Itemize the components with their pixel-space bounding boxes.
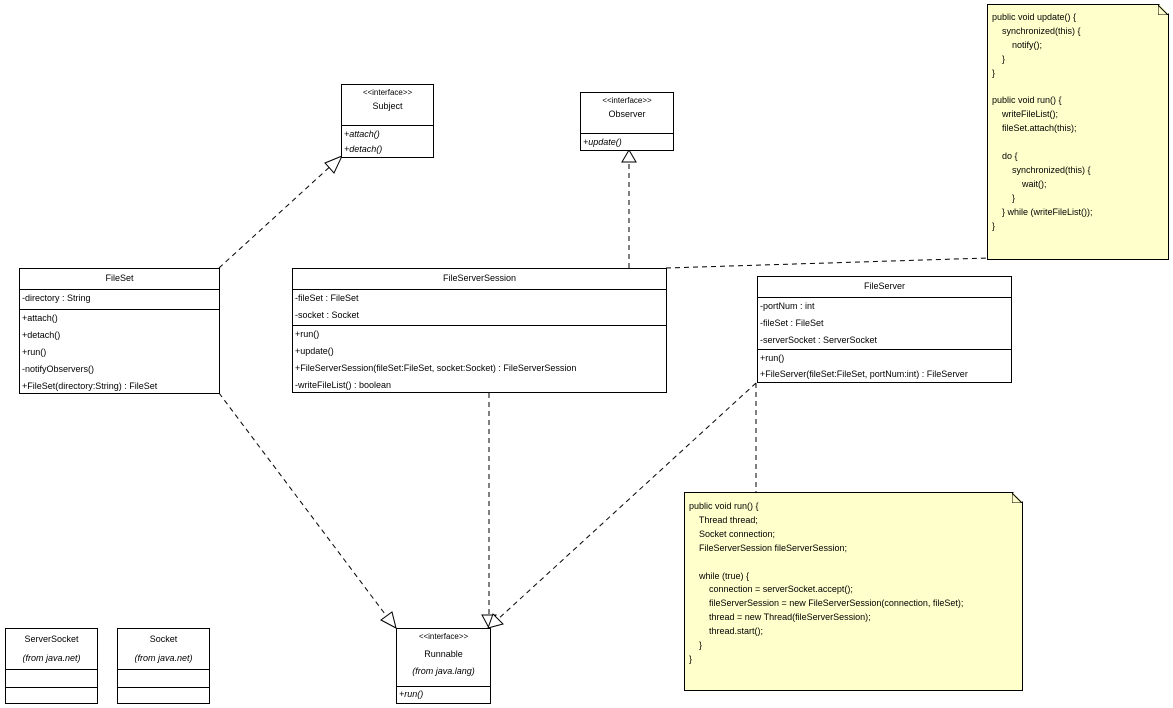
fileset-method: +run() <box>22 347 47 357</box>
arrowhead-observer <box>621 149 637 163</box>
fileserver-attribute: -fileSet : FileSet <box>760 318 824 328</box>
fileserver-name: FileServer <box>863 281 905 291</box>
fileserver-attribute: -serverSocket : ServerSocket <box>760 335 878 345</box>
fileset-method: +detach() <box>22 330 61 340</box>
realization-fileserver-runnable <box>495 382 757 622</box>
realization-fileset-subject <box>218 162 335 269</box>
socket-package: (from java.net) <box>134 653 193 663</box>
fileserversession-method: -writeFileList() : boolean <box>295 380 392 390</box>
fileset-method: -notifyObservers() <box>22 364 95 374</box>
realization-fileset-runnable <box>218 392 389 619</box>
fileset-method: +attach() <box>22 313 58 323</box>
fileserversession-method: +update() <box>295 346 334 356</box>
fileserversession-name: FileServerSession <box>442 273 517 283</box>
note-fold-corner <box>1012 493 1022 503</box>
arrowhead-runnable-fileset <box>380 611 397 629</box>
code-note-update-run: public void update() { synchronized(this… <box>987 4 1169 260</box>
runnable-interface[interactable]: <<interface>> Runnable (from java.lang) … <box>396 628 491 704</box>
note-code-text: public void run() { Thread thread; Socke… <box>689 501 964 664</box>
runnable-stereotype: <<interface>> <box>418 632 469 641</box>
observer-interface[interactable]: <<interface>> Observer +update() <box>580 92 674 151</box>
serversocket-package: (from java.net) <box>22 653 81 663</box>
subject-method: +detach() <box>344 144 383 154</box>
note-link-session <box>665 257 989 269</box>
serversocket-name: ServerSocket <box>24 634 79 644</box>
fileserversession-attribute: -socket : Socket <box>295 310 360 320</box>
code-note-server-run: public void run() { Thread thread; Socke… <box>684 492 1023 691</box>
subject-interface[interactable]: <<interface>> Subject +attach() +detach(… <box>341 84 434 158</box>
fileset-method: +FileSet(directory:String) : FileSet <box>22 381 158 391</box>
fileserversession-class[interactable]: FileServerSession -fileSet : FileSet -so… <box>292 268 667 393</box>
fileset-name: FileSet <box>105 273 134 283</box>
subject-method: +attach() <box>344 129 380 139</box>
fileset-class[interactable]: FileSet -directory : String +attach() +d… <box>19 268 220 394</box>
fileserversession-method: +FileServerSession(fileSet:FileSet, sock… <box>295 363 577 373</box>
runnable-method: +run() <box>399 689 424 699</box>
arrowhead-subject <box>324 155 344 174</box>
fileserver-attribute: -portNum : int <box>760 301 815 311</box>
observer-name: Observer <box>608 109 646 119</box>
runnable-name: Runnable <box>424 649 463 659</box>
fileset-attribute: -directory : String <box>22 293 91 303</box>
subject-name: Subject <box>372 101 403 111</box>
fileserver-method: +run() <box>760 353 785 363</box>
note-fold-corner <box>1158 5 1168 15</box>
fileserver-method: +FileServer(fileSet:FileSet, portNum:int… <box>760 369 968 379</box>
subject-stereotype: <<interface>> <box>362 88 413 97</box>
observer-stereotype: <<interface>> <box>602 96 652 105</box>
fileserver-class[interactable]: FileServer -portNum : int -fileSet : Fil… <box>757 276 1012 383</box>
arrowhead-runnable-fileserver <box>487 613 504 629</box>
note-code-text: public void update() { synchronized(this… <box>992 12 1093 231</box>
observer-method: +update() <box>583 137 622 147</box>
serversocket-class[interactable]: ServerSocket (from java.net) <box>5 628 98 704</box>
socket-name: Socket <box>149 634 178 644</box>
fileserversession-method: +run() <box>295 329 320 339</box>
fileserversession-attribute: -fileSet : FileSet <box>295 293 359 303</box>
socket-class[interactable]: Socket (from java.net) <box>117 628 210 704</box>
runnable-package: (from java.lang) <box>412 666 475 676</box>
